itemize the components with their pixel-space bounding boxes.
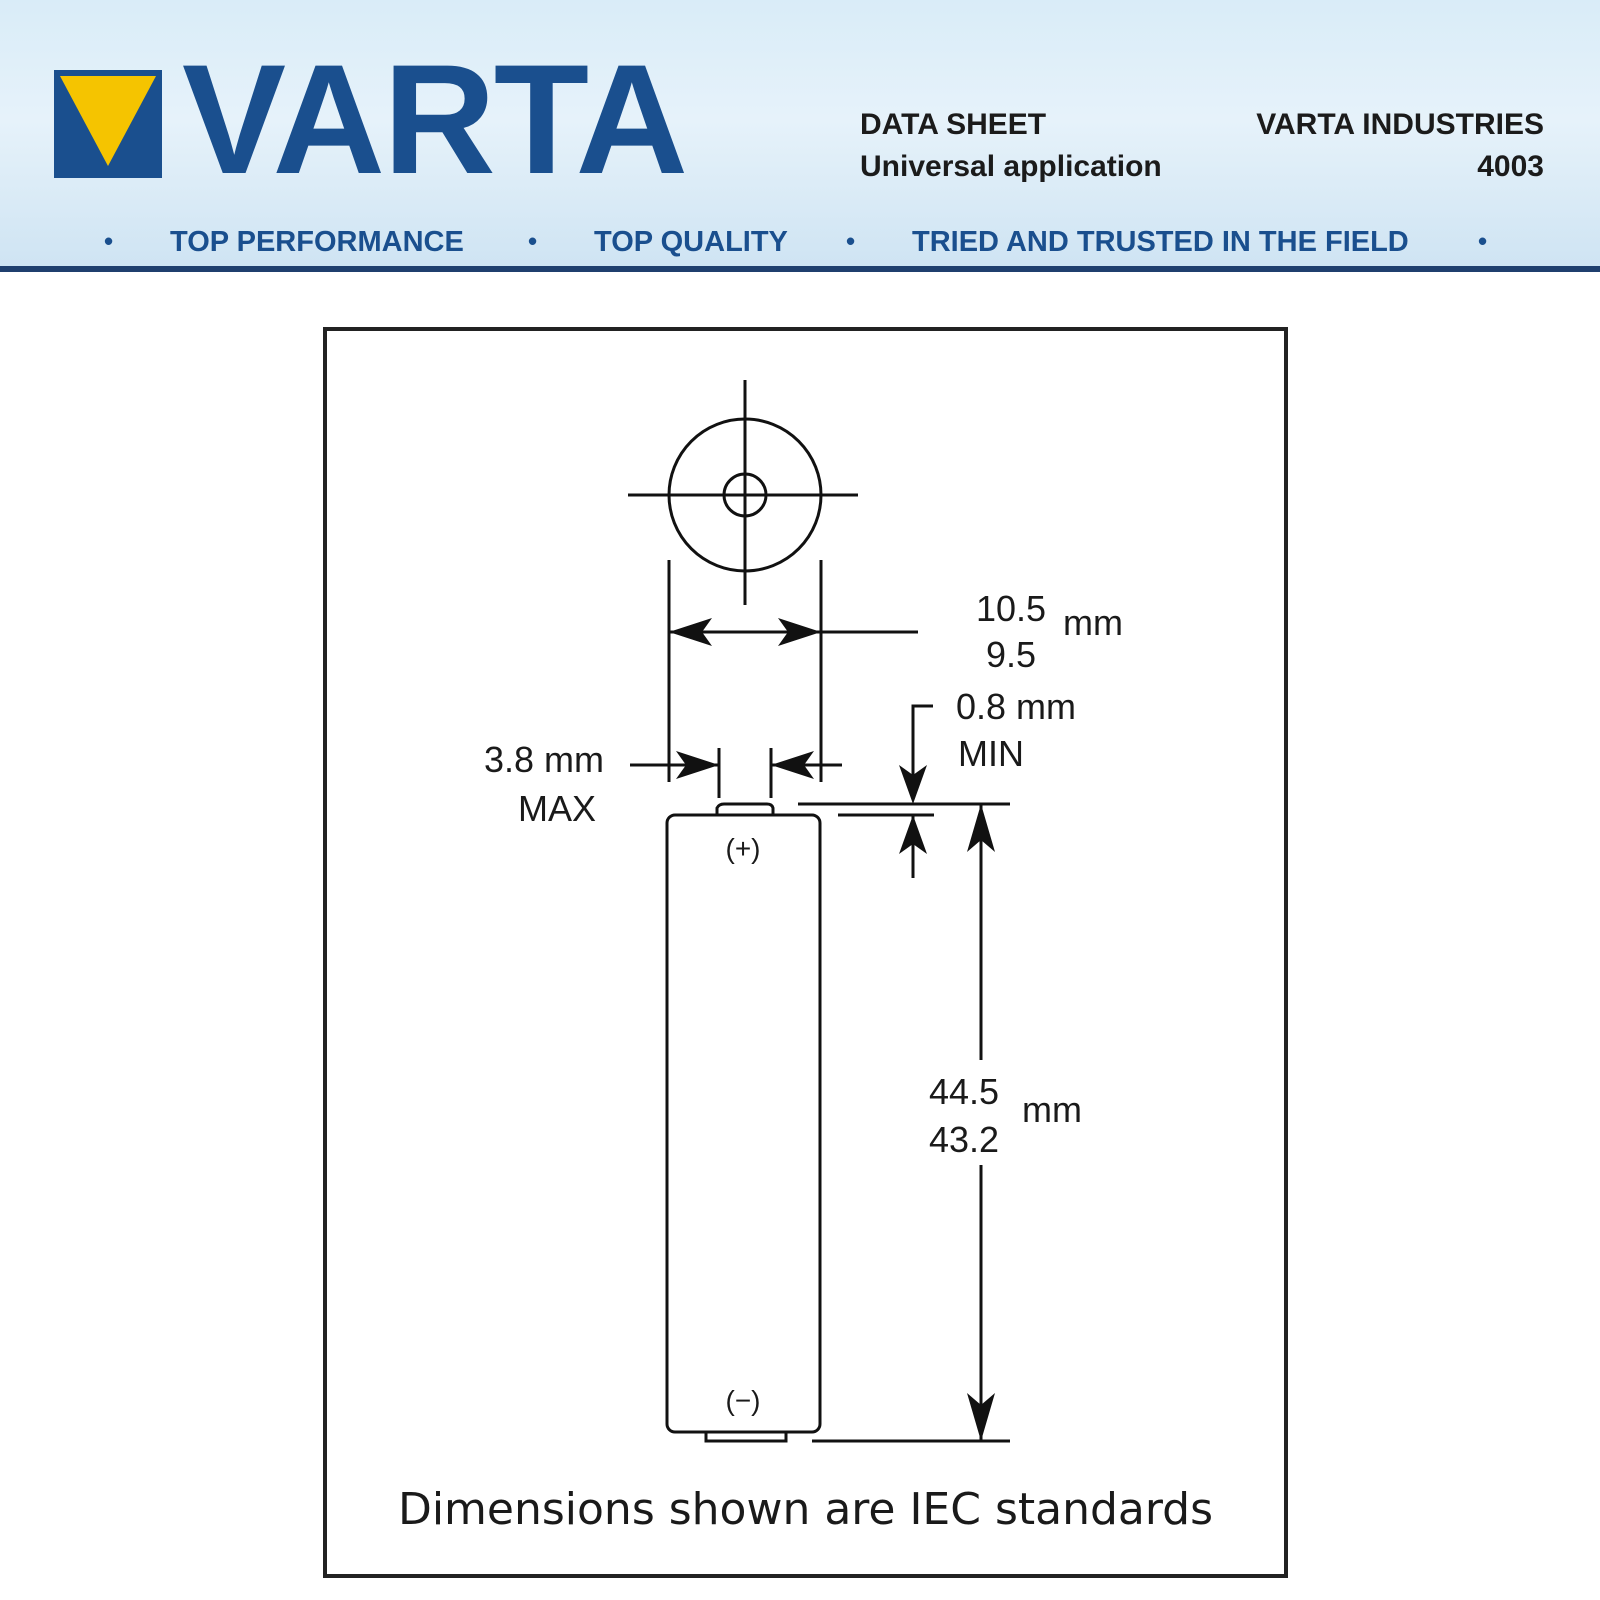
application-text: Universal application — [860, 150, 1162, 183]
terminal-width-dimension — [630, 748, 842, 798]
terminal-height-qualifier: MIN — [958, 733, 1024, 774]
varta-logo-icon — [54, 70, 162, 178]
diameter-dimension — [667, 560, 918, 782]
battery-body — [665, 813, 822, 1434]
company-info: VARTA INDUSTRIES 4003 — [1256, 104, 1544, 188]
model-number: 4003 — [1477, 150, 1544, 183]
length-max: 44.5 — [929, 1071, 999, 1112]
diameter-unit: mm — [1063, 602, 1123, 643]
battery-side-view — [665, 802, 822, 1443]
length-unit: mm — [1022, 1089, 1082, 1130]
brand-logo-text: VARTA — [182, 33, 688, 207]
positive-nub — [715, 802, 775, 815]
tagline-bar: • TOP PERFORMANCE • TOP QUALITY • TRIED … — [0, 222, 1600, 266]
tagline-bullet: • — [528, 226, 538, 256]
tagline-trusted: TRIED AND TRUSTED IN THE FIELD — [912, 226, 1409, 258]
length-dimension — [812, 804, 1010, 1443]
terminal-height-dimension — [798, 704, 1010, 878]
footnote: Dimensions shown are IEC standards — [397, 1484, 1214, 1535]
datasheet-header: VARTA DATA SHEET Universal application V… — [0, 0, 1600, 272]
tagline-bullet: • — [846, 226, 856, 256]
terminal-width-value: 3.8 mm — [484, 739, 604, 780]
doc-type: DATA SHEET — [860, 108, 1047, 141]
terminal-height-value: 0.8 mm — [956, 686, 1076, 727]
negative-base — [704, 1432, 788, 1443]
tagline-bullet: • — [1478, 226, 1488, 256]
diameter-min: 9.5 — [986, 634, 1036, 675]
positive-label: (+) — [726, 833, 761, 864]
terminal-width-qualifier: MAX — [518, 788, 596, 829]
tagline-bullet: • — [104, 226, 114, 256]
tagline-quality: TOP QUALITY — [594, 226, 788, 258]
document-info: DATA SHEET Universal application — [860, 104, 1162, 188]
company-name: VARTA INDUSTRIES — [1256, 108, 1544, 141]
length-min: 43.2 — [929, 1119, 999, 1160]
diameter-max: 10.5 — [976, 588, 1046, 629]
diagram-frame — [323, 327, 1288, 1578]
tagline-performance: TOP PERFORMANCE — [170, 226, 464, 258]
negative-label: (−) — [726, 1385, 761, 1416]
top-view — [628, 380, 858, 605]
